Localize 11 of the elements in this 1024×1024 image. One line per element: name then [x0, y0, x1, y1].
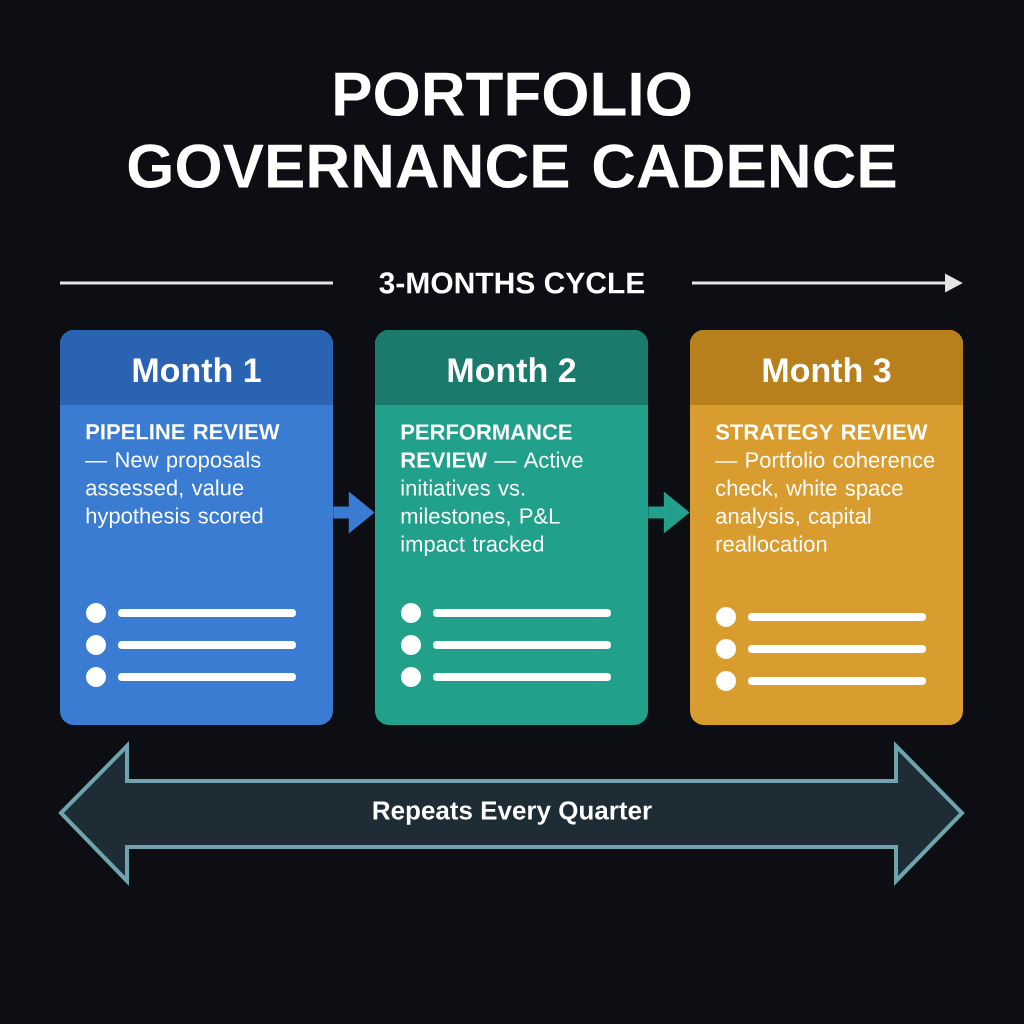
card-heading: Month 3 — [763, 357, 891, 383]
month-card — [60, 330, 333, 725]
month-card — [375, 330, 648, 725]
section-label: 3-MONTHS CYCLE — [379, 272, 645, 294]
title: PORTFOLIO GOVERNANCE CADENCE — [128, 72, 896, 189]
month-card — [690, 330, 963, 725]
card-description: PIPELINE REVIEW — New proposals assessed, value hypothesis scored — [85, 424, 280, 528]
card-description: STRATEGY REVIEW — Portfolio coherence check, white space analysis, capital reallocation — [715, 424, 935, 552]
card-heading: Month 1 — [133, 357, 261, 383]
card-description: PERFORMANCE REVIEW — Active initiatives vs. milestones, P&L impact tracked — [401, 424, 583, 557]
card-heading: Month 2 — [448, 357, 576, 383]
